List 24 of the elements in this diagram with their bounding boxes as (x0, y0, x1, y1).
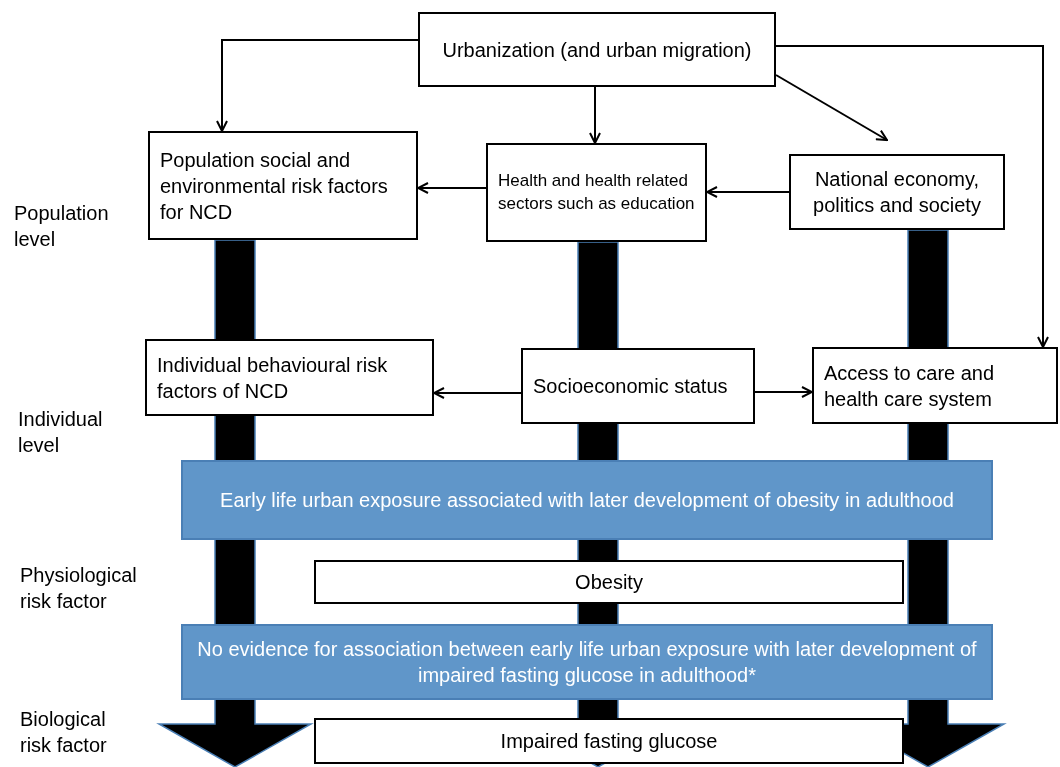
arrow (775, 74, 888, 141)
process-box: Obesity (314, 560, 904, 604)
level-label: Physiological risk factor (20, 563, 138, 614)
process-box: Access to care and health care system (812, 347, 1058, 424)
level-label: Individual level (18, 407, 104, 458)
process-box: Socioeconomic status (521, 348, 755, 424)
process-box: Impaired fasting glucose (314, 718, 904, 764)
process-box: National economy, politics and society (789, 154, 1005, 230)
arrow (589, 86, 601, 144)
arrow (775, 45, 1049, 348)
block-arrow (156, 239, 314, 767)
arrow (417, 182, 487, 194)
process-box: Individual behavioural risk factors of NCD (145, 339, 434, 416)
arrow (433, 387, 522, 399)
arrow (706, 186, 790, 198)
process-box: Health and health related sectors such as education (486, 143, 707, 242)
arrow (754, 386, 813, 398)
level-label: Population level (14, 201, 110, 252)
finding-banner: Early life urban exposure associated with later development of obesity in adulthood (181, 460, 993, 540)
process-box: Urbanization (and urban migration) (418, 12, 776, 87)
process-box: Population social and environmental risk factors for NCD (148, 131, 418, 240)
finding-banner: No evidence for association between early life urban exposure with later development of impaired fasting glucose in adulthood* (181, 624, 993, 700)
level-label: Biological risk factor (20, 707, 108, 758)
arrow (216, 39, 419, 132)
